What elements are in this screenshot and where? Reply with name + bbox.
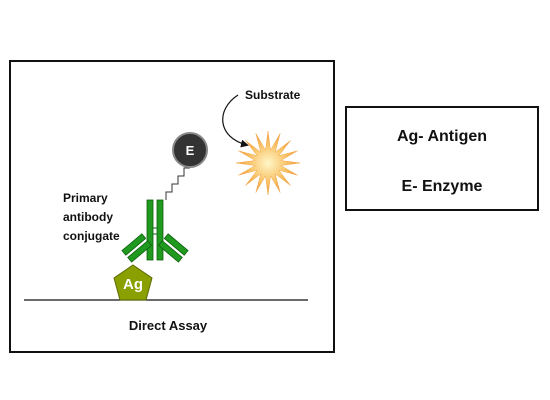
antibody-label-line-1: Primary	[63, 191, 108, 205]
linker	[165, 167, 190, 200]
antibody-label-line-3: conjugate	[63, 229, 120, 243]
antigen-symbol: Ag	[123, 276, 143, 293]
primary-antibody	[121, 199, 189, 263]
legend-item-enzyme: E- Enzyme	[401, 178, 483, 195]
legend-box: Ag- Antigen E- Enzyme	[345, 106, 539, 211]
enzyme-circle	[172, 132, 208, 168]
substrate-arrow	[222, 94, 249, 148]
substrate-label: Substrate	[245, 88, 301, 102]
diagram-frame	[9, 60, 335, 353]
antigen-pentagon	[113, 264, 153, 301]
substrate-starburst	[235, 130, 301, 196]
legend-item-antigen: Ag- Antigen	[396, 128, 488, 145]
enzyme-symbol: E	[186, 143, 195, 158]
diagram-title: Direct Assay	[129, 318, 208, 333]
antibody-label-line-2: antibody	[63, 210, 113, 224]
